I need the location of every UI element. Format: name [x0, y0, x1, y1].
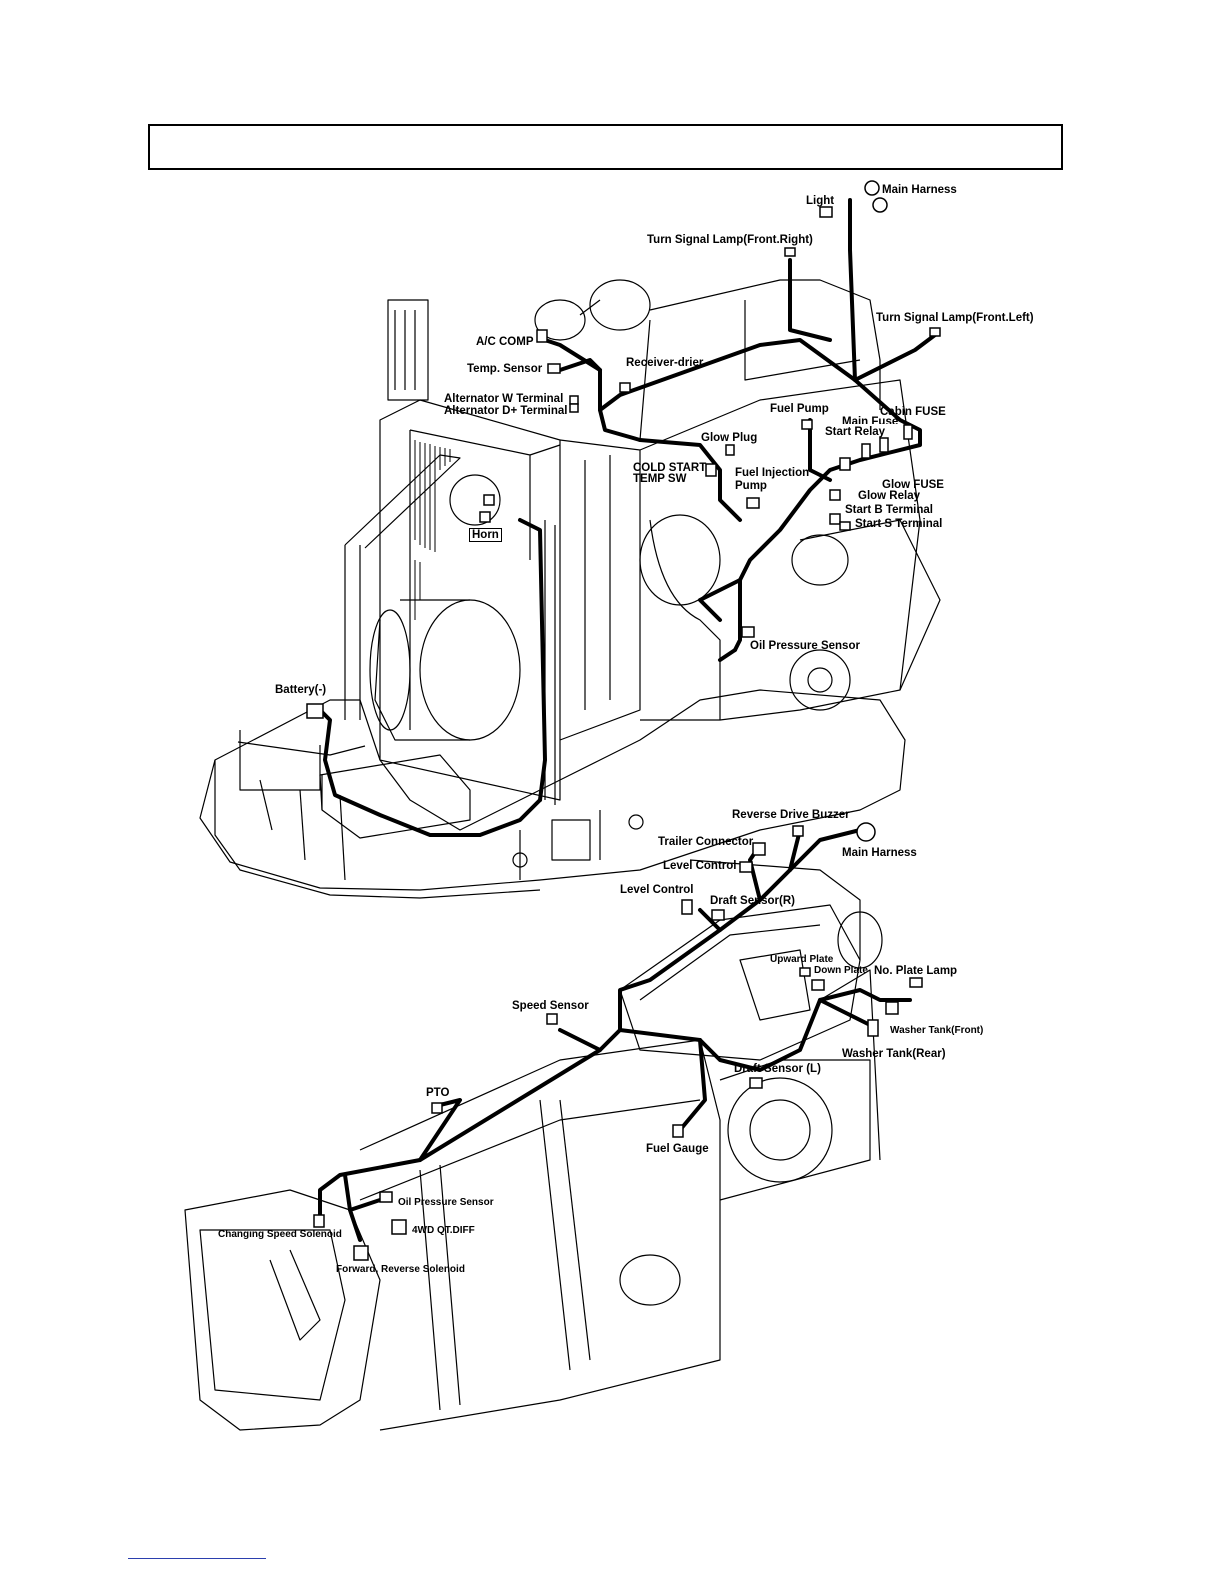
label-forward-reverse-solenoid: Forward, Reverse Solenoid	[336, 1264, 465, 1275]
label-level-control-1: Level Control	[663, 860, 737, 872]
label-light: Light	[806, 195, 835, 207]
label-glow-fuse: Glow FUSE	[882, 479, 944, 491]
label-alternator-d: Alternator D+ Terminal	[444, 405, 568, 417]
label-upward-plate: Upward Plate	[770, 954, 834, 965]
label-temp-sensor: Temp. Sensor	[467, 363, 543, 375]
label-cold-start: COLD START	[633, 462, 707, 474]
label-main-fuse: Main Fuse	[842, 416, 899, 424]
label-battery: Battery(-)	[275, 684, 327, 696]
label-cabin-fuse: Cabin FUSE	[880, 406, 946, 418]
label-receiver-drier: Receiver-drier	[626, 357, 704, 369]
label-ac-comp: A/C COMP	[476, 336, 534, 348]
label-level-control-2: Level Control	[620, 884, 694, 896]
label-reverse-buzzer: Reverse Drive Buzzer	[732, 809, 850, 821]
label-4wd-qt-diff: 4WD QT.DIFF	[412, 1225, 475, 1236]
label-temp-sw: TEMP SW	[633, 473, 687, 485]
label-changing-speed-solenoid: Changing Speed Solenoid	[218, 1229, 342, 1240]
transmission-illustration	[184, 859, 883, 1431]
label-start-b: Start B Terminal	[845, 504, 933, 516]
label-start-s: Start S Terminal	[855, 518, 943, 530]
label-down-plate: Down Plate	[814, 965, 868, 976]
label-main-harness-rear: Main Harness	[842, 847, 917, 859]
label-washer-rear: Washer Tank(Rear)	[842, 1048, 946, 1060]
footer-link-underline	[128, 1558, 266, 1559]
label-alternator-w: Alternator W Terminal	[444, 393, 564, 405]
label-draft-sensor-r: Draft Sensor(R)	[710, 895, 795, 907]
connectors	[306, 180, 941, 1261]
label-turn-signal-left: Turn Signal Lamp(Front.Left)	[876, 312, 1034, 324]
label-fuel-pump: Fuel Pump	[770, 403, 829, 415]
label-pto: PTO	[426, 1087, 450, 1099]
label-pump: Pump	[735, 480, 767, 492]
label-speed-sensor: Speed Sensor	[512, 1000, 589, 1012]
label-fuel-injection: Fuel Injection	[735, 467, 810, 479]
label-washer-front: Washer Tank(Front)	[890, 1025, 984, 1036]
label-turn-signal-right: Turn Signal Lamp(Front.Right)	[647, 234, 813, 246]
label-start-relay: Start Relay	[825, 426, 886, 438]
label-oil-pressure-front: Oil Pressure Sensor	[750, 640, 860, 652]
header-box	[148, 124, 1063, 170]
label-glow-relay: Glow Relay	[858, 490, 920, 502]
label-horn: Horn	[469, 528, 502, 542]
label-main-harness-front: Main Harness	[882, 184, 957, 196]
label-draft-sensor-l: Draft Sensor (L)	[734, 1063, 821, 1075]
label-oil-pressure-rear: Oil Pressure Sensor	[398, 1197, 494, 1208]
label-trailer-connector: Trailer Connector	[658, 836, 754, 848]
label-plate-lamp: No. Plate Lamp	[874, 965, 958, 977]
engine-illustration	[199, 279, 941, 899]
label-glow-plug: Glow Plug	[701, 432, 758, 444]
label-fuel-gauge: Fuel Gauge	[646, 1143, 709, 1155]
wiring-harness	[318, 198, 937, 1242]
